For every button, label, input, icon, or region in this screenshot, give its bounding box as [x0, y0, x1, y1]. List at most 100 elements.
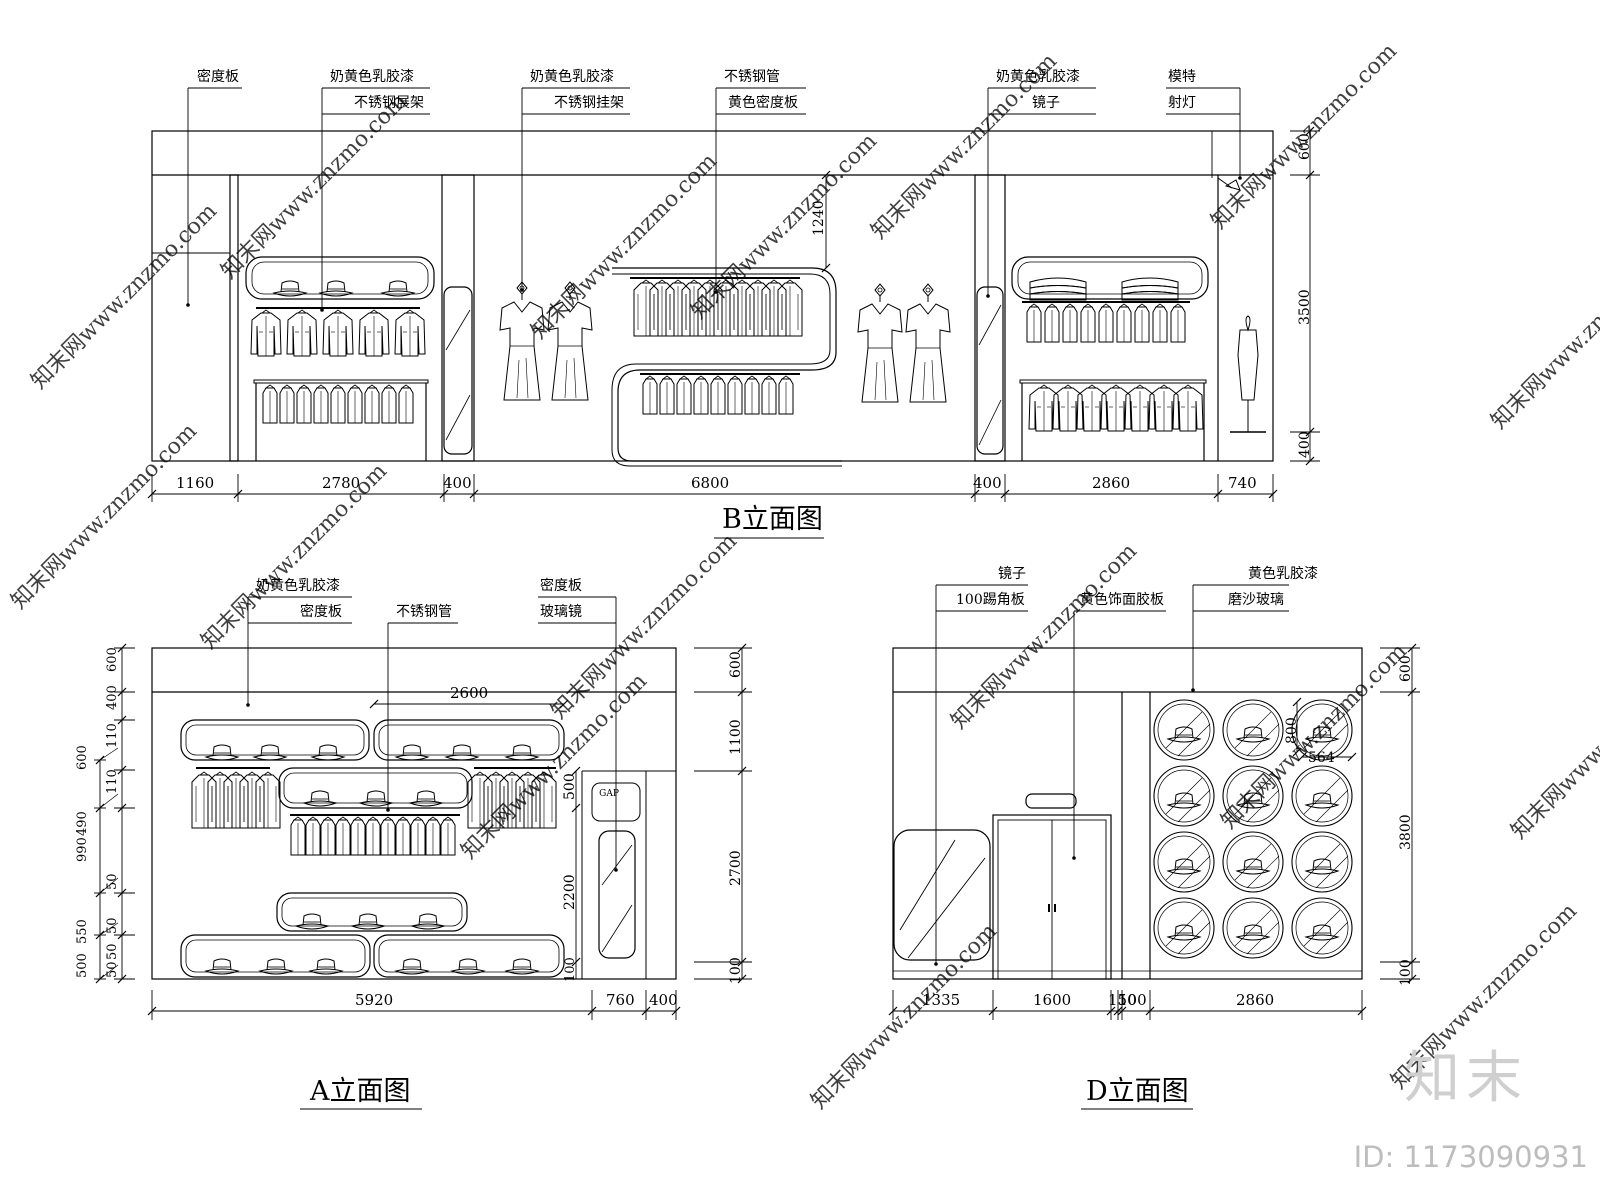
material-label: 模特 [1168, 69, 1196, 85]
dimension-label: 50 [105, 961, 120, 978]
dimension-label: 5920 [355, 991, 393, 1009]
frosted-glass-niche [1291, 699, 1353, 761]
brand-watermark: 知末 [1404, 1046, 1528, 1111]
dimension-label: 990 [75, 837, 90, 862]
hat [1305, 858, 1339, 875]
watermark-text: 知末网www.znzmo.com [1507, 649, 1600, 845]
material-label: 不锈钢挂架 [554, 95, 624, 111]
coat [745, 279, 771, 337]
mirror-left [443, 286, 473, 455]
shirt [744, 375, 760, 415]
shirt [296, 384, 312, 424]
dress-display [857, 283, 903, 403]
shirt [330, 384, 346, 424]
shirt [642, 375, 658, 415]
hat [1236, 726, 1270, 743]
display-shelf [276, 892, 468, 932]
dimension-label: 2600 [450, 684, 488, 702]
dimension-label: 490 [75, 811, 90, 836]
display-shelf [373, 934, 565, 978]
mannequin [1230, 315, 1266, 433]
display-shelf [180, 719, 370, 761]
frosted-glass-niche [1291, 765, 1353, 827]
material-label: 奶黄色乳胶漆 [530, 68, 614, 85]
shirt [395, 816, 411, 856]
coat [649, 279, 675, 337]
hat [1167, 726, 1201, 743]
watermark-text: 知末网www.znzmo.com [527, 149, 723, 345]
display-shelf [180, 934, 371, 978]
dimension-label: 500 [562, 773, 578, 800]
dimension-label: 550 [75, 919, 90, 944]
dimension-label: 110 [105, 769, 120, 794]
coat [223, 771, 249, 829]
dimension-label: 1335 [922, 991, 960, 1009]
mirror-glass [598, 830, 636, 959]
dimension-label: 100 [728, 957, 744, 984]
shirt [440, 816, 456, 856]
display-shelf [245, 256, 435, 300]
display-shelf [1011, 256, 1209, 300]
jacket [1028, 384, 1060, 432]
frosted-glass-niche [1153, 765, 1215, 827]
frosted-glass-niche [1291, 897, 1353, 959]
shirt [410, 816, 426, 856]
shirt [335, 816, 351, 856]
dimension-label: 400 [649, 991, 678, 1009]
shirt [365, 816, 381, 856]
material-label: 黄色乳胶漆 [1248, 565, 1318, 582]
dimension-label: 600 [75, 745, 90, 770]
coat [191, 771, 217, 829]
jacket [1100, 384, 1132, 432]
coat [207, 771, 233, 829]
frosted-glass-niche [1222, 765, 1284, 827]
coat [777, 279, 803, 337]
shirt [1026, 303, 1042, 343]
shirt [381, 384, 397, 424]
jacket [1076, 384, 1108, 432]
dim-d-inner-1: 564 [1308, 750, 1335, 766]
hat [1305, 924, 1339, 941]
frosted-glass-niche [1222, 831, 1284, 893]
watermark-text: 知末网www.znzmo.com [1207, 39, 1403, 235]
dimension-label: 100 [1118, 991, 1147, 1009]
wall-outline [151, 647, 677, 980]
dimension-label: 1600 [1033, 991, 1071, 1009]
dimension-label: 400 [443, 474, 472, 492]
dimension-label: 100 [1398, 959, 1414, 986]
jacket [286, 309, 318, 357]
shirt [1062, 303, 1078, 343]
frosted-glass-niche [1153, 699, 1215, 761]
elevation-d-title: D立面图 [1086, 1076, 1189, 1107]
dim-b-v-2: 400 [1297, 431, 1313, 458]
shirt [313, 384, 329, 424]
pilaster [974, 174, 1006, 462]
hat [1167, 858, 1201, 875]
frosted-glass-niche [1222, 699, 1284, 761]
material-label: 磨沙玻璃 [1228, 591, 1284, 608]
hat [1167, 924, 1201, 941]
shirt [398, 384, 414, 424]
dimension-label: 2200 [562, 874, 578, 910]
shirt [290, 816, 306, 856]
material-label: 镜子 [1032, 95, 1060, 111]
shirt [710, 375, 726, 415]
dimension-label: 2780 [322, 474, 360, 492]
dimension-label: 50 [105, 917, 120, 934]
shirt [1044, 303, 1060, 343]
coat [255, 771, 281, 829]
frosted-glass-niche [1153, 897, 1215, 959]
material-label: 不锈钢管 [396, 604, 452, 620]
dimension-label: 150 [1108, 991, 1137, 1009]
dimension-label: 1160 [176, 474, 214, 492]
material-label: 不锈钢管 [724, 69, 780, 85]
shirt [262, 384, 278, 424]
shirt [320, 816, 336, 856]
steel-rack [612, 267, 842, 462]
coat [633, 279, 659, 337]
shirt [727, 375, 743, 415]
watermark-text: 知末网www.znzmo.com [547, 529, 743, 725]
dimension-label: 6800 [691, 474, 729, 492]
shirt [380, 816, 396, 856]
